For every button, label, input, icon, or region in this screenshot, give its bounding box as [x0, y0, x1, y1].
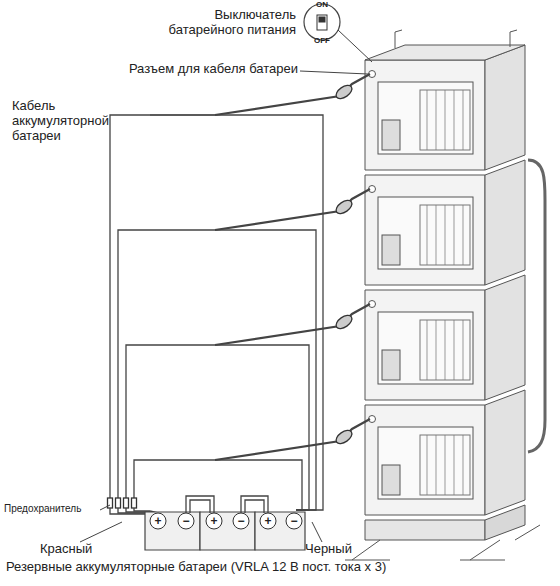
callout-label: Черный — [305, 542, 375, 557]
leader-line — [100, 505, 110, 510]
battery-cable — [215, 189, 370, 230]
cabinet-front — [365, 405, 485, 515]
card-slots — [420, 205, 470, 265]
cabinet-side — [485, 275, 525, 400]
callout-label: Резервные аккумуляторные батареи (VRLA 1… — [6, 560, 554, 575]
cable-plug — [334, 313, 354, 332]
cabinet-bay — [378, 427, 473, 499]
terminal-sign: − — [287, 514, 301, 528]
terminal-sign: + — [207, 514, 221, 528]
jumper-wire — [186, 496, 268, 513]
cabinet-bay — [378, 197, 473, 269]
switch-position: OFF — [306, 36, 338, 45]
fuse — [108, 498, 113, 508]
battery — [145, 512, 305, 550]
red-wire — [134, 508, 150, 511]
red-wire — [110, 508, 150, 514]
terminal-sign: − — [234, 514, 248, 528]
side-cable — [528, 160, 545, 452]
callout-label: Кабель аккумуляторной батареи — [12, 99, 152, 144]
fuse — [132, 498, 137, 508]
black-wire — [215, 230, 316, 510]
cabinet-side — [485, 390, 525, 515]
callout-label: Предохранитель — [4, 503, 100, 515]
leader-line — [300, 71, 368, 74]
card-slots — [420, 90, 470, 150]
terminal-sign: − — [179, 514, 193, 528]
leader-line — [80, 522, 122, 542]
black-wire — [215, 460, 302, 510]
terminal-sign: + — [151, 514, 165, 528]
leader-line — [338, 30, 372, 62]
cable-plug — [334, 198, 354, 217]
cabinet-front — [365, 175, 485, 285]
fuse — [116, 498, 121, 508]
cable-plug — [334, 428, 354, 447]
stand — [365, 520, 485, 540]
card-slots — [420, 435, 470, 495]
power-unit — [382, 120, 400, 150]
red-wire — [118, 230, 215, 498]
cable-plug — [334, 83, 354, 102]
battery-cable — [215, 419, 370, 460]
callout-label: Разъем для кабеля батареи — [98, 62, 298, 77]
battery-cable — [215, 304, 370, 345]
cabinet-side — [485, 45, 525, 170]
cabinet-top — [365, 45, 525, 60]
callout-label: Выключатель батарейного питания — [150, 8, 296, 38]
red-wire — [134, 460, 215, 498]
cabinet-side — [485, 160, 525, 285]
switch-symbol — [317, 15, 327, 30]
terminal-sign: + — [261, 514, 275, 528]
cabinet-front — [365, 60, 485, 170]
card-slots — [420, 320, 470, 380]
leader-line — [312, 522, 322, 542]
stand — [485, 505, 525, 540]
red-wire — [126, 345, 215, 498]
power-unit — [382, 235, 400, 265]
mount-bracket — [395, 30, 517, 48]
battery-cable — [215, 74, 370, 115]
fuse — [124, 498, 129, 508]
power-unit — [382, 465, 400, 495]
cabinet-bay — [378, 312, 473, 384]
callout-label: Красный — [40, 542, 110, 557]
cabinet-front — [365, 290, 485, 400]
switch-position: ON — [308, 0, 336, 9]
power-unit — [382, 350, 400, 380]
switch-callout — [304, 4, 340, 40]
battery-terminal — [150, 513, 302, 529]
stand-feet — [345, 525, 540, 560]
red-wire — [110, 115, 215, 498]
leader-line — [150, 115, 215, 116]
cabinet-bay — [378, 82, 473, 154]
black-wire — [215, 345, 309, 510]
